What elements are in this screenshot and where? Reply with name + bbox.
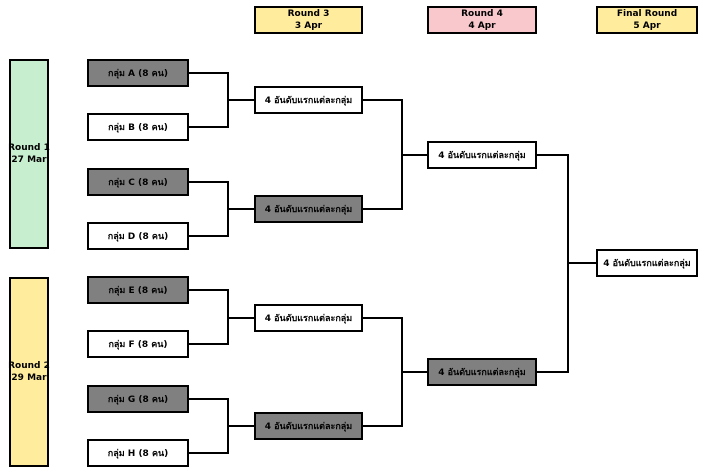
group-g-box: กลุ่ม G (8 คน) xyxy=(87,385,189,413)
line-gh xyxy=(188,398,229,454)
round2-date: 29 Mar xyxy=(11,373,47,383)
group-h-box: กลุ่ม H (8 คน) xyxy=(87,439,189,467)
round1-title: Round 1 xyxy=(8,143,50,153)
group-a-box: กลุ่ม A (8 คน) xyxy=(87,59,189,87)
header-final-date: 5 Apr xyxy=(633,21,661,31)
group-f-box: กลุ่ม F (8 คน) xyxy=(87,330,189,358)
header-final-title: Final Round xyxy=(616,9,678,19)
header-round4: Round 4 4 Apr xyxy=(427,6,537,34)
line-r4 xyxy=(536,154,569,373)
round3-qualifier-3: 4 อันดับแรกแต่ละกลุ่ม xyxy=(254,304,363,332)
line-r3-top xyxy=(362,99,403,210)
round3-qualifier-1: 4 อันดับแรกแต่ละกลุ่ม xyxy=(254,86,363,114)
header-round4-date: 4 Apr xyxy=(468,21,496,31)
line-ef xyxy=(188,289,229,345)
group-e-box: กลุ่ม E (8 คน) xyxy=(87,276,189,304)
group-b-box: กลุ่ม B (8 คน) xyxy=(87,113,189,141)
header-final: Final Round 5 Apr xyxy=(596,6,698,34)
line-r3-bottom xyxy=(362,317,403,427)
header-round3-date: 3 Apr xyxy=(294,21,323,31)
group-d-box: กลุ่ม D (8 คน) xyxy=(87,222,189,250)
round2-title: Round 2 xyxy=(8,361,50,371)
header-round4-title: Round 4 xyxy=(461,9,503,19)
round4-qualifier-2: 4 อันดับแรกแต่ละกลุ่ม xyxy=(427,358,537,386)
group-c-box: กลุ่ม C (8 คน) xyxy=(87,168,189,196)
round3-qualifier-4: 4 อันดับแรกแต่ละกลุ่ม xyxy=(254,412,363,440)
header-round3: Round 3 3 Apr xyxy=(254,6,363,34)
header-round3-title: Round 3 xyxy=(287,9,330,19)
round2-panel: Round 2 29 Mar xyxy=(8,277,50,467)
line-ab xyxy=(188,72,229,128)
round1-date: 27 Mar xyxy=(11,155,47,165)
line-cd xyxy=(188,181,229,237)
round1-panel: Round 1 27 Mar xyxy=(8,59,50,249)
round3-qualifier-2: 4 อันดับแรกแต่ละกลุ่ม xyxy=(254,195,363,223)
round4-qualifier-1: 4 อันดับแรกแต่ละกลุ่ม xyxy=(427,141,537,169)
final-qualifier: 4 อันดับแรกแต่ละกลุ่ม xyxy=(596,249,698,277)
